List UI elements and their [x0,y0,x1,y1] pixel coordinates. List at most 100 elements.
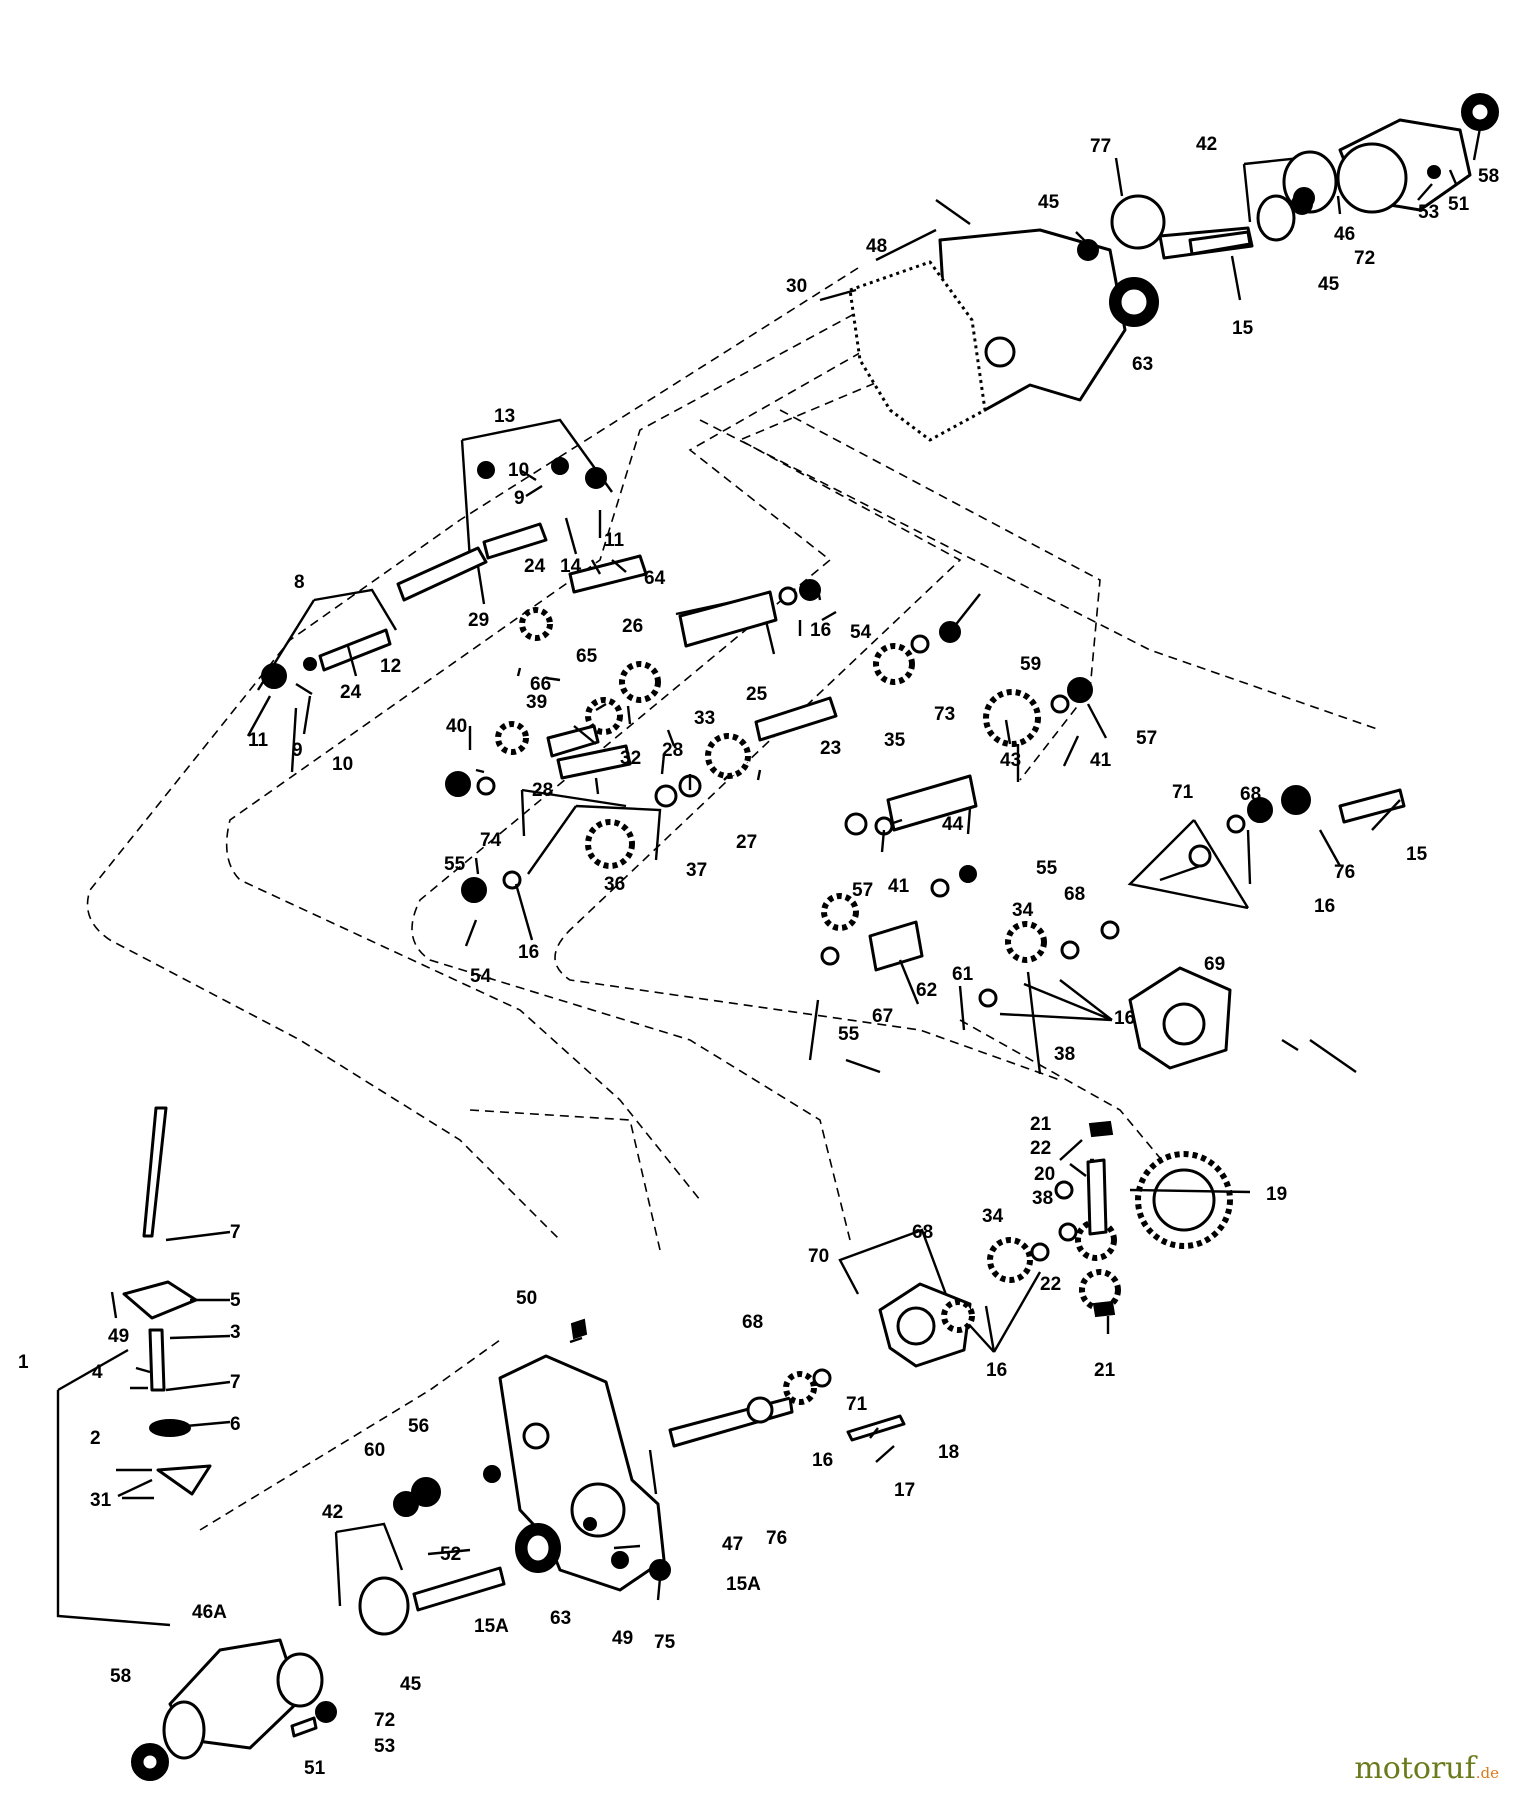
label-53-lower: 53 [374,1736,395,1757]
label-42-upper: 42 [1196,134,1217,155]
label-67: 67 [872,1006,893,1027]
label-16-d: 16 [518,942,539,963]
label-54-lower: 54 [470,966,492,987]
label-20: 20 [1034,1164,1055,1185]
part-number-labels: 1 2 3 4 5 6 7 7 8 9 9 10 10 11 11 12 13 … [18,134,1499,1779]
watermark-main: motoruf [1354,1751,1476,1786]
label-55-left: 55 [444,854,466,875]
label-9-upper: 9 [514,488,525,509]
label-65: 65 [576,646,598,667]
label-14: 14 [560,556,582,577]
label-33: 33 [694,708,715,729]
label-3: 3 [230,1322,241,1343]
label-15-mid: 15 [1406,844,1428,865]
label-71-mid: 71 [1172,782,1194,803]
label-12: 12 [380,656,401,677]
label-7-mid: 7 [230,1372,241,1393]
label-27: 27 [736,832,757,853]
label-63-upper: 63 [1132,354,1153,375]
label-11-upper: 11 [604,530,625,551]
label-68-mid: 68 [1064,884,1085,905]
label-68-lower-right: 68 [912,1222,933,1243]
label-18: 18 [938,1442,959,1463]
transaxle-parts [122,93,1499,1781]
label-76-lower: 76 [766,1528,787,1549]
label-9-lower: 9 [292,740,303,761]
label-41-lower: 41 [888,876,910,897]
label-68-lower-left: 68 [742,1312,763,1333]
label-62: 62 [916,980,937,1001]
label-24-upper: 24 [524,556,546,577]
label-17: 17 [894,1480,915,1501]
label-55-right: 55 [1036,858,1058,879]
label-50: 50 [516,1288,537,1309]
label-70: 70 [808,1246,829,1267]
label-13: 13 [494,406,515,427]
label-76-mid: 76 [1334,862,1355,883]
label-45-upper-left: 45 [1038,192,1060,213]
label-59: 59 [1020,654,1041,675]
leader-lines [110,127,1482,1601]
label-74: 74 [480,830,502,851]
label-10-upper: 10 [508,460,529,481]
label-69: 69 [1204,954,1225,975]
assembly-guide-lines [86,267,1381,1531]
label-28-top: 28 [532,780,553,801]
label-72-lower: 72 [374,1710,395,1731]
label-75: 75 [654,1632,676,1653]
label-8: 8 [294,572,305,593]
label-11-lower: 11 [248,730,269,751]
label-55-bottom: 55 [838,1024,860,1045]
label-25: 25 [746,684,768,705]
label-15A-mid: 15A [474,1616,509,1637]
label-56: 56 [408,1416,429,1437]
label-16-b: 16 [1314,896,1335,917]
label-10-lower: 10 [332,754,353,775]
label-26: 26 [622,616,643,637]
label-58-upper: 58 [1478,166,1499,187]
label-66: 66 [530,674,551,695]
label-47: 47 [722,1534,743,1555]
label-39: 39 [526,692,547,713]
label-48: 48 [866,236,887,257]
label-44: 44 [942,814,964,835]
label-21-bottom: 21 [1094,1360,1116,1381]
label-61: 61 [952,964,974,985]
label-5: 5 [230,1290,241,1311]
label-57-lower: 57 [852,880,873,901]
label-29: 29 [468,610,489,631]
label-68-mid-right: 68 [1240,784,1261,805]
grouping-brackets [56,156,1302,1627]
label-72-upper: 72 [1354,248,1375,269]
label-64: 64 [644,568,666,589]
label-53-upper: 53 [1418,202,1439,223]
label-58-lower: 58 [110,1666,131,1687]
label-24-lower: 24 [340,682,362,703]
label-22-bottom: 22 [1040,1274,1061,1295]
label-54-upper: 54 [850,622,872,643]
watermark: motoruf.de [1354,1751,1499,1786]
label-60: 60 [364,1440,385,1461]
label-73: 73 [934,704,955,725]
label-19: 19 [1266,1184,1287,1205]
label-51-upper: 51 [1448,194,1470,215]
label-38-mid: 38 [1054,1044,1075,1065]
label-36: 36 [604,874,625,895]
label-51-lower: 51 [304,1758,326,1779]
label-23: 23 [820,738,841,759]
label-37: 37 [686,860,707,881]
label-32: 32 [620,748,641,769]
label-21-top: 21 [1030,1114,1052,1135]
label-4: 4 [92,1362,103,1383]
label-16-c: 16 [1114,1008,1135,1029]
label-28-right: 28 [662,740,683,761]
label-34-mid: 34 [1012,900,1034,921]
label-6: 6 [230,1414,241,1435]
label-57-upper: 57 [1136,728,1157,749]
label-16-a: 16 [810,620,831,641]
label-38-lower: 38 [1032,1188,1053,1209]
label-31: 31 [90,1490,112,1511]
label-43: 43 [1000,750,1021,771]
label-71-lower: 71 [846,1394,868,1415]
